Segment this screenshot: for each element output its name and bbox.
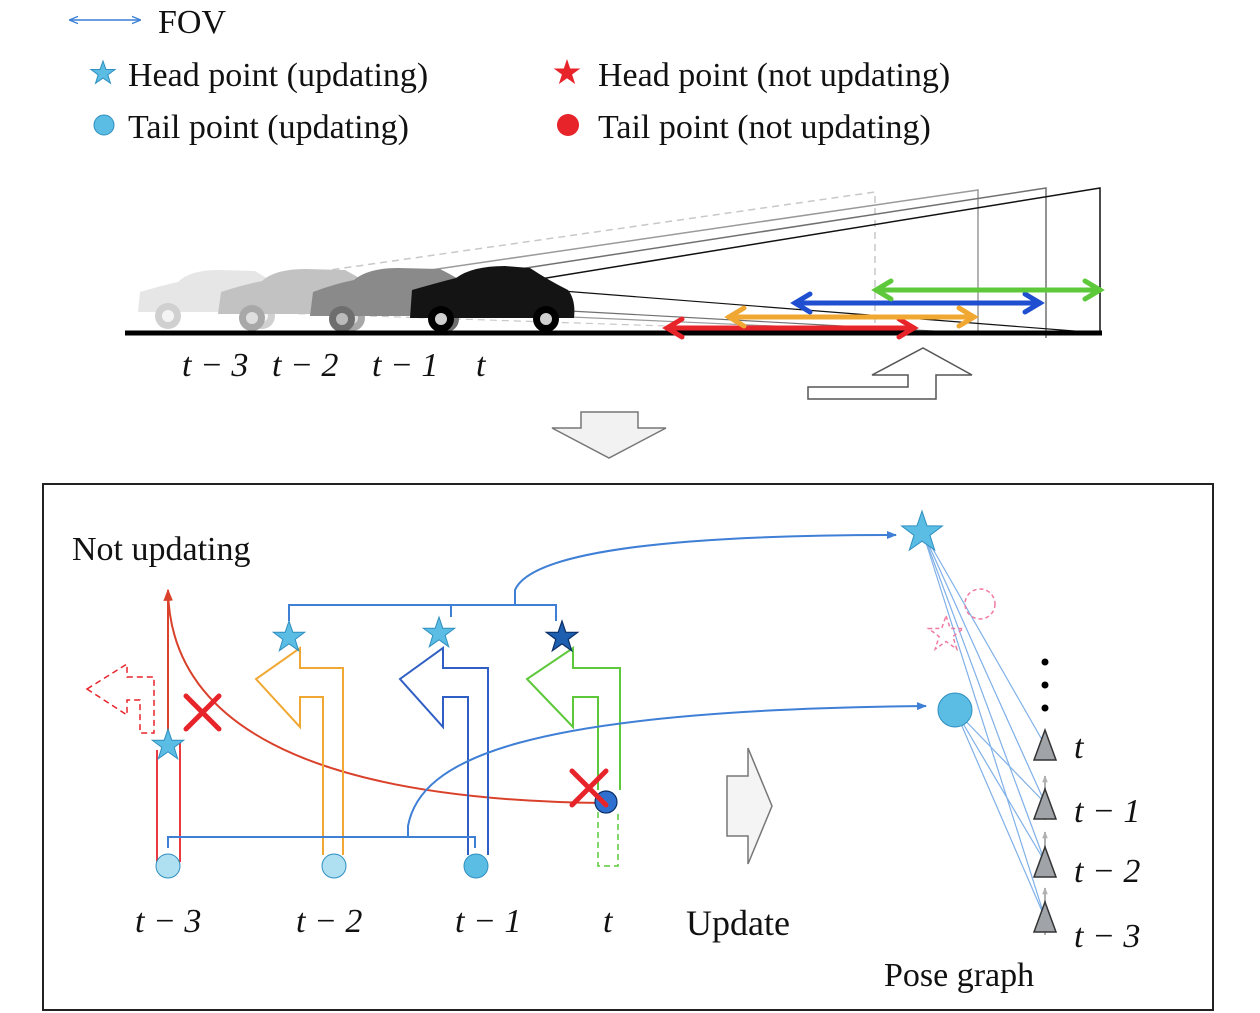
pose-label-t3: t − 3 bbox=[1074, 918, 1140, 955]
red-stream bbox=[85, 600, 181, 863]
pose-node-t1 bbox=[1032, 786, 1058, 820]
frame-label-t1: t − 1 bbox=[455, 903, 521, 940]
head-not-updating-star-icon bbox=[553, 59, 581, 85]
not-updating-curve bbox=[163, 588, 605, 804]
frame-label-t3: t − 3 bbox=[135, 903, 201, 940]
legend-fov-label: FOV bbox=[158, 4, 226, 41]
update-label: Update bbox=[686, 903, 790, 943]
head-star-t2-icon bbox=[271, 619, 307, 652]
not-updating-label: Not updating bbox=[72, 531, 250, 568]
vehicle-scene: t − 3 t − 2 t − 1 t bbox=[125, 187, 1105, 400]
green-stream-dashed bbox=[597, 812, 619, 867]
green-stream bbox=[525, 646, 621, 790]
merged-head-star-icon bbox=[900, 509, 944, 552]
tail-link-curve bbox=[407, 702, 927, 837]
connectors bbox=[167, 531, 927, 848]
fov-cone-t2 bbox=[279, 189, 979, 333]
pink-star-icon bbox=[926, 613, 966, 651]
pose-node-t2 bbox=[1032, 844, 1058, 878]
head-star-t-icon bbox=[544, 619, 580, 653]
pose-node-t3 bbox=[1032, 899, 1058, 933]
pose-graph: t t − 1 t − 2 t − 3 Pose graph bbox=[884, 509, 1140, 994]
pose-node-t bbox=[1032, 727, 1058, 761]
time-label-t3: t − 3 bbox=[182, 347, 248, 384]
update-panel bbox=[42, 483, 1214, 1011]
frame-label-t2: t − 2 bbox=[296, 903, 362, 940]
pose-label-t2: t − 2 bbox=[1074, 853, 1140, 890]
time-label-t2: t − 2 bbox=[272, 347, 338, 384]
head-star-t1-icon bbox=[421, 615, 457, 648]
pink-circle-icon bbox=[964, 588, 996, 620]
time-label-t: t bbox=[476, 347, 487, 384]
tail-point-t2-icon bbox=[321, 853, 347, 879]
merged-tail-circle-icon bbox=[937, 692, 973, 728]
reject-cross-t-icon bbox=[569, 768, 609, 808]
fov-range-arrows bbox=[662, 278, 1105, 340]
tail-point-t1-icon bbox=[463, 853, 489, 879]
fov-cone-t bbox=[459, 187, 1101, 333]
pose-label-t1: t − 1 bbox=[1074, 793, 1140, 830]
head-link-curve bbox=[514, 531, 897, 605]
head-star-t3-icon bbox=[150, 727, 186, 760]
legend-tail-not-updating: Tail point (not updating) bbox=[598, 109, 931, 146]
down-arrow-icon bbox=[551, 411, 667, 459]
frame-label-t: t bbox=[603, 903, 614, 940]
dashed-left-arrow-icon bbox=[85, 662, 155, 734]
pose-label-t: t bbox=[1074, 729, 1085, 766]
tail-point-t3-icon bbox=[155, 853, 181, 879]
legend-head-not-updating: Head point (not updating) bbox=[598, 57, 950, 94]
fov-cone-t3 bbox=[189, 191, 876, 333]
update-arrow-icon bbox=[726, 747, 773, 865]
legend: FOV Head point (updating) Tail point (up… bbox=[70, 4, 950, 146]
tail-updating-circle-icon bbox=[93, 114, 115, 136]
bent-up-arrow-icon bbox=[807, 347, 973, 400]
legend-tail-updating: Tail point (updating) bbox=[128, 109, 409, 146]
pose-graph-label: Pose graph bbox=[884, 957, 1034, 994]
orange-stream bbox=[254, 646, 344, 855]
legend-head-updating: Head point (updating) bbox=[128, 57, 428, 94]
tail-not-updating-circle-icon bbox=[557, 114, 579, 136]
reject-cross-icon bbox=[183, 693, 222, 732]
blue-stream bbox=[398, 646, 489, 855]
head-updating-star-icon bbox=[89, 59, 117, 85]
time-label-t1: t − 1 bbox=[372, 347, 438, 384]
car-t bbox=[410, 266, 575, 332]
